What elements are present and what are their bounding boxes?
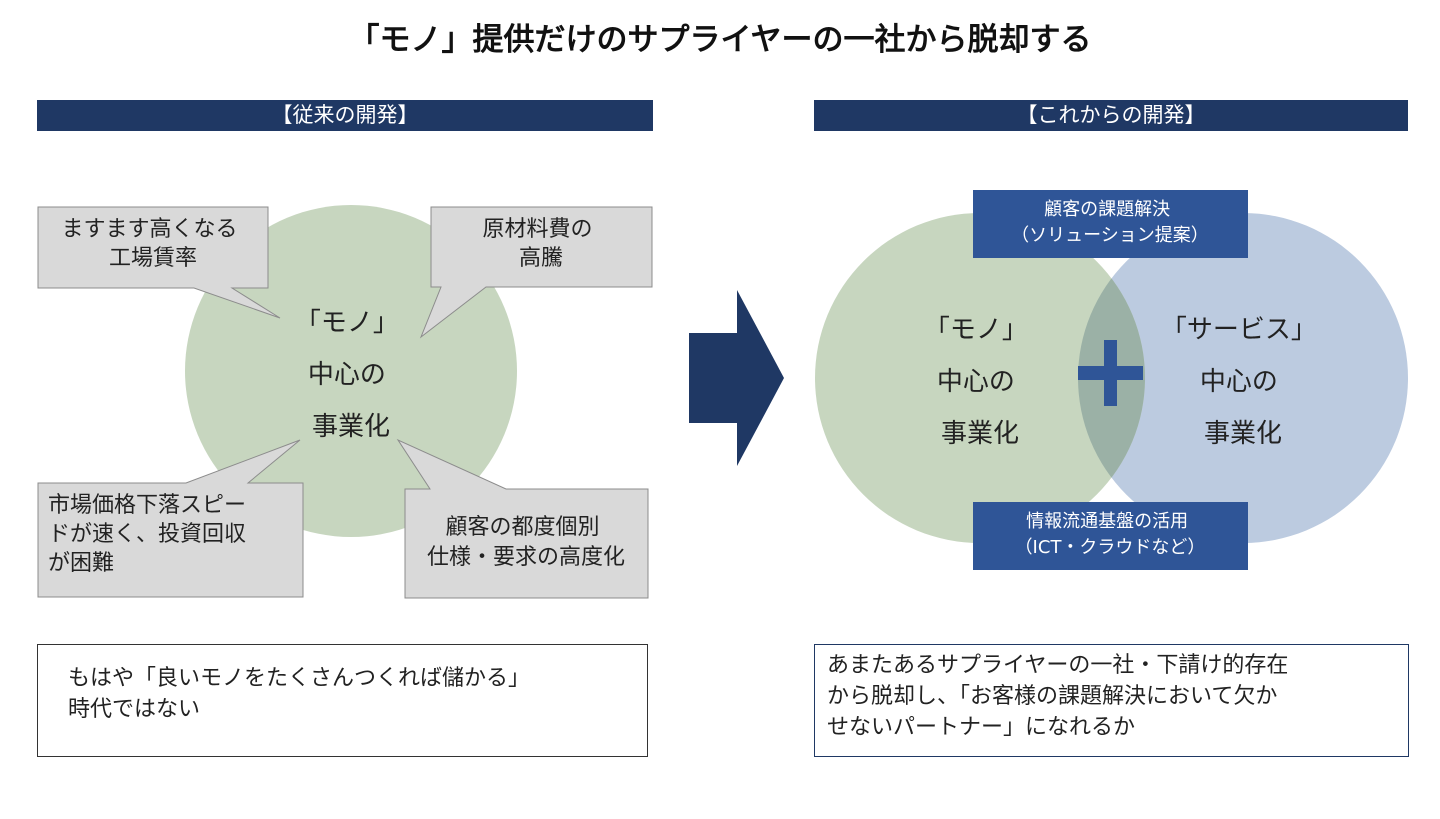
future-diagram: 「モノ」 中心の 事業化 「サービス」 中心の 事業化 顧客の課題解決 （ソリュ… [815,190,1408,570]
goods-circle-right [815,213,1145,543]
plus-icon [1078,340,1143,406]
callout-line: 高騰 [519,246,563,271]
svg-text:情報流通基盤の活用 （ICT・クラウドなど）: 情報流通基盤の活用 （ICT・クラウドなど） [1015,511,1206,558]
left-section-header: 【従来の開発】 [37,100,653,131]
future-note: あまたあるサプライヤーの一社・下請け的存在 から脱却し、「お客様の課題解決におい… [814,644,1409,757]
svg-text:「モノ」 中心の 事業化: 「モノ」 中心の 事業化 [295,308,407,442]
page-title: 「モノ」提供だけのサプライヤーの一社から脱却する [348,22,1092,58]
right-section-header: 【これからの開発】 [814,100,1408,131]
callout-line: 顧客の都度個別 [445,515,599,540]
goods-label-line: 事業化 [941,419,1019,449]
callout-line: 仕様・要求の高度化 [427,545,625,570]
solution-tag: 顧客の課題解決 （ソリューション提案） [973,190,1248,258]
callout-material-cost: 原材料費の 高騰 [419,206,653,339]
service-circle [1078,213,1408,543]
svg-text:市場価格下落スピー ドが速く、投資回収: 市場価格下落スピー ドが速く、投資回収 が困難 [48,493,253,576]
callout-factory-rate: ますます高くなる 工場賃率 [37,206,281,319]
svg-text:原材料費の 高騰: 原材料費の 高騰 [482,217,599,271]
goods-label-line: 「モノ」 [295,308,399,338]
traditional-note: もはや「良いモノをたくさんつくれば儲かる」 時代ではない [37,644,648,757]
note-line: あまたあるサプライヤーの一社・下請け的存在 [827,653,1289,678]
callout-customer-requirements: 顧客の都度個別 仕様・要求の高度化 [396,438,649,599]
traditional-diagram: ますます高くなる 工場賃率 原材料費の 高騰 市場価格下落スピー ドが速く、投資… [37,205,653,599]
right-arrow-icon [689,290,784,466]
goods-label-line: 中心の [308,360,386,390]
goods-label-line: 中心の [937,367,1015,397]
note-line: から脱却し、「お客様の課題解決において欠か [827,684,1278,709]
svg-text:ますます高くなる 工場賃率: ますます高くなる 工場賃率 [61,217,244,271]
tag-line: （ICT・クラウドなど） [1015,537,1206,558]
callout-line: 原材料費の [482,217,592,242]
svg-text:「モノ」 中心の 事業化: 「モノ」 中心の 事業化 [924,315,1036,449]
service-label-line: 事業化 [1204,419,1282,449]
platform-tag: 情報流通基盤の活用 （ICT・クラウドなど） [973,502,1248,570]
callout-line: が困難 [48,551,114,576]
callout-line: ドが速く、投資回収 [48,522,246,547]
callout-line: 市場価格下落スピー [48,493,246,518]
tag-line: 情報流通基盤の活用 [1026,511,1188,532]
goods-label-line: 事業化 [312,412,390,442]
svg-text:顧客の都度個別 仕様・要求の高度化: 顧客の都度個別 仕様・要求の高度化 [427,515,625,570]
goods-label-line: 「モノ」 [924,315,1028,345]
service-label-line: 中心の [1200,367,1278,397]
tag-line: （ソリューション提案） [1011,225,1209,246]
callout-line: ますます高くなる [61,217,237,242]
callout-price-drop: 市場価格下落スピー ドが速く、投資回収 が困難 [37,439,304,598]
note-line: 時代ではない [68,697,201,722]
svg-text:顧客の課題解決 （ソリューション提案）: 顧客の課題解決 （ソリューション提案） [1011,199,1209,246]
tag-line: 顧客の課題解決 [1044,199,1170,220]
callout-line: 工場賃率 [109,246,197,271]
service-label-line: 「サービス」 [1161,315,1317,345]
note-line: せないパートナー」になれるか [827,715,1136,740]
svg-text:「サービス」 中心の 事業化: 「サービス」 中心の 事業化 [1161,315,1325,449]
note-line: もはや「良いモノをたくさんつくれば儲かる」 [68,666,531,691]
